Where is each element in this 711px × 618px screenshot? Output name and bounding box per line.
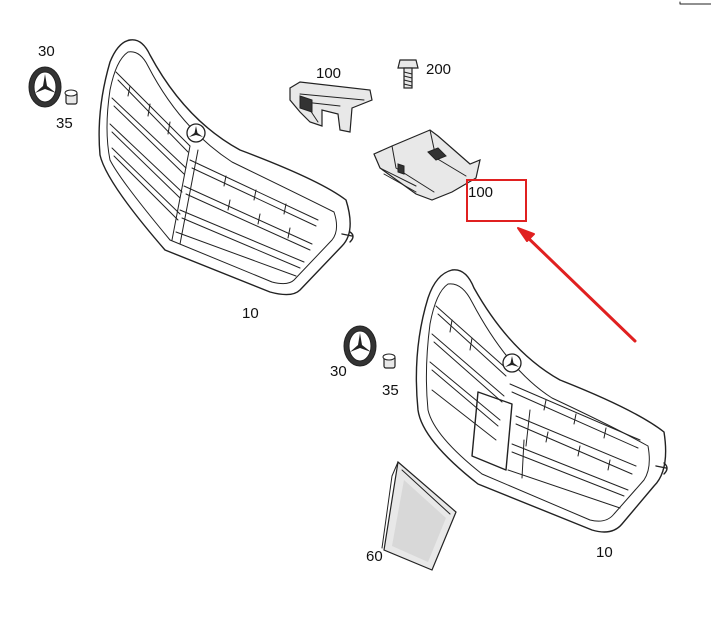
emblem-bottom: [343, 325, 377, 367]
label-bracket-left: 100: [316, 65, 341, 82]
bracket-top: [289, 81, 373, 133]
label-emblem-top: 30: [38, 43, 55, 60]
label-cover: 60: [366, 548, 383, 565]
label-emblem-bottom: 30: [330, 363, 347, 380]
label-nut-bottom: 35: [382, 382, 399, 399]
emblem-top: [28, 66, 62, 108]
label-grille-top: 10: [242, 305, 259, 322]
highlight-box: [466, 179, 527, 222]
grille-bottom: [415, 269, 668, 533]
corner-mark: [679, 1, 711, 5]
label-screw: 200: [426, 61, 451, 78]
nut-top: [64, 89, 78, 105]
grille-top: [98, 39, 354, 296]
label-bracket-right: 100: [468, 184, 493, 201]
nut-bottom: [382, 353, 396, 369]
screw: [397, 59, 419, 89]
bracket-right: [373, 129, 481, 201]
highlight-arrow: [517, 227, 637, 343]
label-nut-top: 35: [56, 115, 73, 132]
label-grille-bottom: 10: [596, 544, 613, 561]
cover-panel: [381, 460, 457, 571]
